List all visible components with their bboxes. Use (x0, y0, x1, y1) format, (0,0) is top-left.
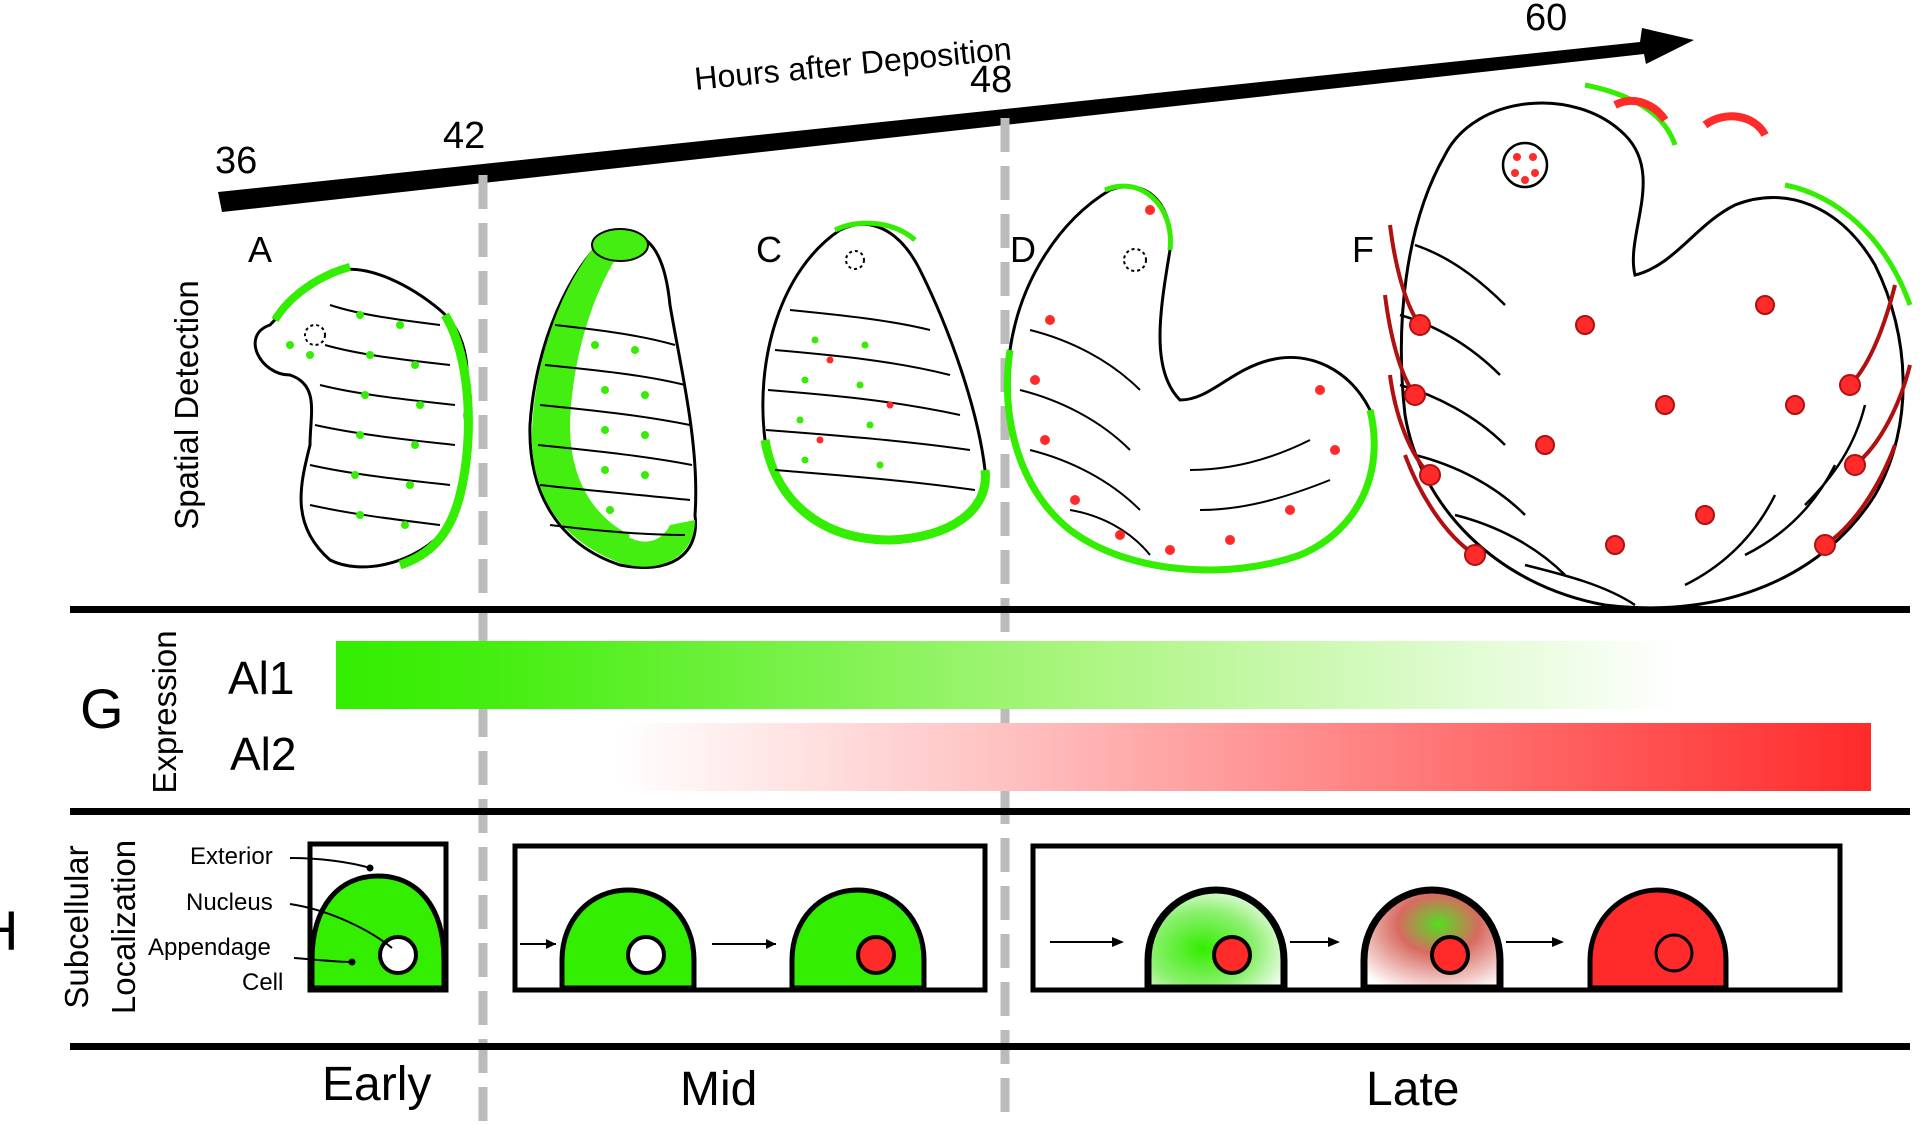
embryo-d-illustration (1004, 183, 1378, 574)
al2-expression-bar (620, 723, 1871, 791)
late-nucleus-2 (1430, 935, 1470, 975)
timeline: Hours after Deposition 36 42 48 60 (215, 0, 1694, 212)
separator-bottom (70, 1043, 1910, 1050)
panel-letter-d: D (1010, 229, 1036, 270)
legend-appendage: Appendage (148, 934, 271, 961)
late-nucleus-1 (1212, 935, 1252, 975)
panel-letter-c: C (756, 229, 782, 270)
legend-exterior: Exterior (190, 843, 273, 870)
stage-label-mid: Mid (680, 1063, 757, 1116)
timeline-arrow (218, 28, 1694, 212)
legend-nucleus: Nucleus (186, 889, 273, 916)
stage-label-late: Late (1366, 1063, 1459, 1116)
row-labels: Spatial Detection Expression Subcellular… (58, 280, 205, 1014)
embryo-c-illustration (760, 220, 990, 545)
gene-label-al2: Al2 (230, 728, 296, 780)
stage-label-early: Early (322, 1058, 431, 1111)
panel-letter-f: F (1352, 229, 1374, 270)
panel-letter-h: H (0, 899, 18, 962)
late-nucleus-3 (1654, 933, 1694, 973)
row-separators (70, 606, 1910, 1050)
early-cell-box (307, 841, 449, 993)
separator-middle (70, 808, 1910, 815)
tick-60: 60 (1525, 0, 1567, 39)
stage-labels: Early Mid Late (322, 1058, 1459, 1116)
subcellular-row: Exterior Nucleus Appendage Cell (148, 841, 1843, 996)
stage-boundaries (478, 118, 1010, 1122)
expression-row: Al1 Al2 (228, 641, 1871, 791)
row-label-expression: Expression (146, 630, 183, 793)
embryo-a-illustration (253, 263, 473, 570)
panel-letter-a: A (248, 229, 272, 270)
embryo-f-illustration (1383, 82, 1913, 610)
row-label-localization: Localization (105, 840, 142, 1014)
tick-42: 42 (443, 115, 485, 157)
mid-nucleus-red (856, 935, 896, 975)
mid-cell-box (512, 843, 988, 993)
late-cell-box (1030, 843, 1843, 993)
al1-expression-bar (336, 641, 1680, 709)
row-label-spatial: Spatial Detection (168, 280, 205, 529)
cell-legend: Exterior Nucleus Appendage Cell (148, 843, 393, 996)
row-label-subcellular: Subcellular (58, 845, 95, 1008)
separator-top (70, 606, 1910, 613)
embryo-b-illustration (528, 228, 698, 570)
tick-36: 36 (215, 140, 257, 182)
tick-48: 48 (970, 59, 1012, 101)
mid-nucleus-white (626, 935, 666, 975)
timeline-title: Hours after Deposition (693, 31, 1013, 97)
gene-label-al1: Al1 (228, 652, 294, 704)
panel-letter-g: G (80, 677, 124, 740)
panel-letters: A C D F G H (0, 229, 1374, 962)
legend-cell: Cell (242, 969, 283, 996)
